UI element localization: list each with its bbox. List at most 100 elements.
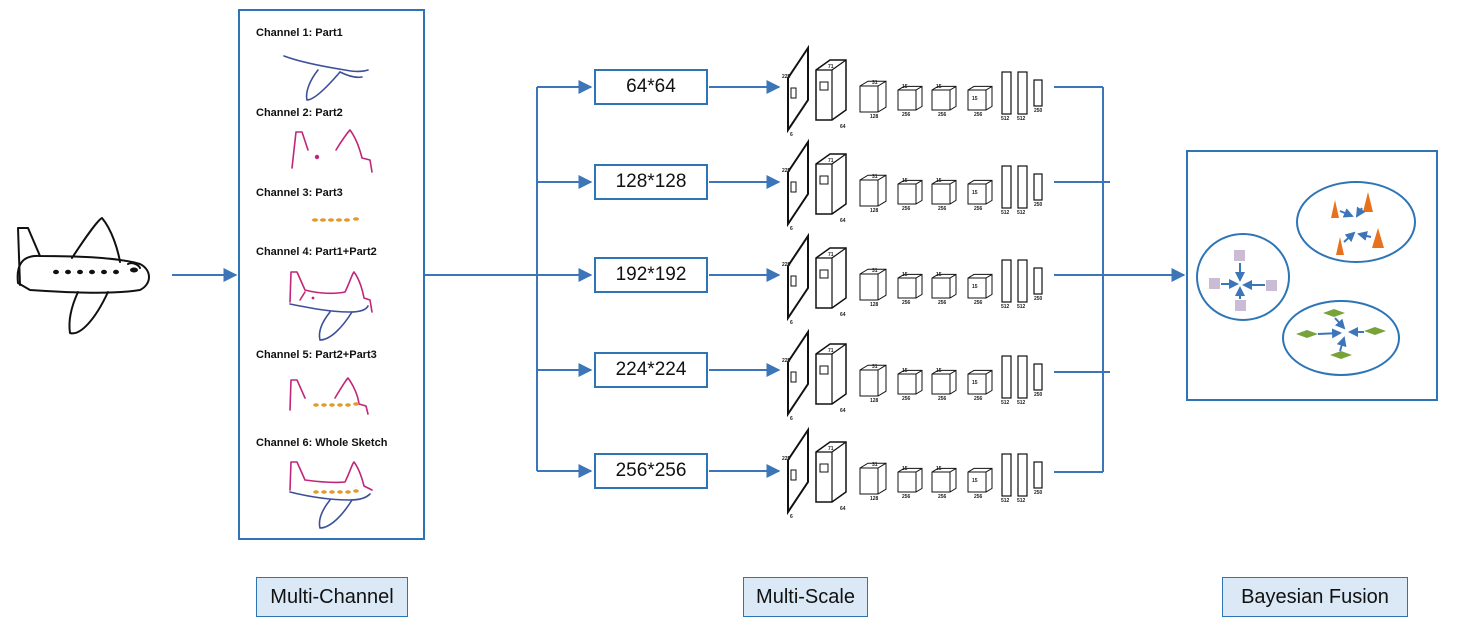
cnn-conv3-edge (898, 369, 923, 394)
cnn-conv1-edge (816, 343, 847, 404)
cnn-label-in: 225 (782, 74, 791, 80)
cnn-input-slab (787, 328, 809, 418)
cnn-label-d3: 256 (902, 112, 911, 118)
cnn-label-c3: 15 (902, 84, 908, 90)
cnn-label-d1: 64 (840, 312, 846, 318)
cnn-conv5-edge (968, 179, 993, 204)
cnn-label-d1: 64 (840, 408, 846, 414)
cnn-fc-f3 (1033, 461, 1043, 489)
cnn-label-c2: 31 (872, 174, 878, 180)
cnn-conv2-edge (860, 174, 887, 206)
cnn-label-in: 225 (782, 262, 791, 268)
cnn-label-c2: 31 (872, 364, 878, 370)
scale-box-5: 256*256 (594, 453, 708, 489)
sketch-part3-dots (312, 217, 359, 494)
cnn-label-c4: 15 (936, 368, 942, 374)
cnn-label-c2: 31 (872, 80, 878, 86)
cnn-label-d1: 64 (840, 218, 846, 224)
cnn-conv5-edge (968, 85, 993, 110)
cnn-label-f3: 250 (1034, 490, 1043, 496)
cnn-label-f2: 512 (1017, 498, 1026, 504)
cnn-label-in: 225 (782, 358, 791, 364)
cnn-conv1-edge (816, 441, 847, 502)
cnn-label-f3: 250 (1034, 108, 1043, 114)
cnn-input-slab (787, 44, 809, 134)
cnn-conv1 (815, 59, 847, 121)
sketch-part1 (283, 55, 369, 101)
sketch-part2-part3 (289, 377, 369, 415)
sketch-part2 (291, 129, 373, 173)
cnn-conv3-edge (898, 179, 923, 204)
cnn-label-c3: 15 (902, 368, 908, 374)
cnn-conv1-edge (816, 247, 847, 308)
cnn-conv1-kernel (819, 365, 829, 375)
cnn-label-f1: 512 (1001, 116, 1010, 122)
cnn-label-f3: 250 (1034, 392, 1043, 398)
cnn-conv4-edge (932, 273, 957, 298)
cnn-label-f2: 512 (1017, 210, 1026, 216)
cnn-conv1 (815, 441, 847, 503)
cnn-label-f1: 512 (1001, 400, 1010, 406)
cnn-label-n0: 6 (790, 416, 793, 422)
cnn-fc-f2 (1017, 453, 1028, 497)
cnn-label-c1: 71 (828, 252, 834, 258)
cnn-label-f2: 512 (1017, 304, 1026, 310)
cnn-fc-f2 (1017, 71, 1028, 115)
cnn-label-c2: 31 (872, 462, 878, 468)
cnn-input-slab (787, 426, 809, 516)
cnn-label-d4: 256 (938, 396, 947, 402)
cnn-label-d5: 256 (974, 396, 983, 402)
channel-label-1: Channel 1: Part1 (256, 27, 343, 39)
cnn-label-d5: 256 (974, 300, 983, 306)
cnn-conv2 (859, 268, 887, 301)
cnn-label-n0: 6 (790, 320, 793, 326)
cnn-label-d4: 256 (938, 112, 947, 118)
scale-box-3: 192*192 (594, 257, 708, 293)
cnn-label-f1: 512 (1001, 304, 1010, 310)
cnn-input-slab (787, 232, 809, 322)
cnn-conv1-edge (816, 59, 847, 120)
channel-label-4: Channel 4: Part1+Part2 (256, 246, 377, 258)
cnn-conv3-edge (898, 273, 923, 298)
cnn-conv2 (859, 174, 887, 207)
cnn-label-c1: 71 (828, 158, 834, 164)
channel-label-3: Channel 3: Part3 (256, 187, 343, 199)
cnn-label-d3: 256 (902, 494, 911, 500)
cnn-conv1-kernel (819, 269, 829, 279)
channel-panel (238, 9, 425, 540)
sketch-part1-part2 (289, 271, 373, 341)
cnn-conv1-edge (816, 153, 847, 214)
cnn-fc-f2 (1017, 165, 1028, 209)
cnn-label-d1: 64 (840, 506, 846, 512)
cnn-label-c4: 15 (936, 272, 942, 278)
scale-box-4: 224*224 (594, 352, 708, 388)
cnn-label-n0: 6 (790, 132, 793, 138)
cnn-label-c5: 15 (972, 96, 978, 102)
cnn-kernel (790, 87, 797, 99)
cnn-label-n0: 6 (790, 226, 793, 232)
cnn-fc-f1 (1001, 355, 1012, 399)
cnn-label-d1: 64 (840, 124, 846, 130)
cnn-fc-f3 (1033, 267, 1043, 295)
cone-icons (1331, 192, 1384, 255)
square-icons (1209, 250, 1277, 311)
cnn-conv4-edge (932, 467, 957, 492)
cnn-label-c3: 15 (902, 178, 908, 184)
cnn-conv2-edge (860, 80, 887, 112)
cnn-label-c5: 15 (972, 190, 978, 196)
cnn-kernel (790, 275, 797, 287)
cnn-label-c1: 71 (828, 446, 834, 452)
cnn-conv1 (815, 153, 847, 215)
cnn-input-slab (787, 138, 809, 228)
cnn-label-f3: 250 (1034, 296, 1043, 302)
cnn-fc-f1 (1001, 71, 1012, 115)
